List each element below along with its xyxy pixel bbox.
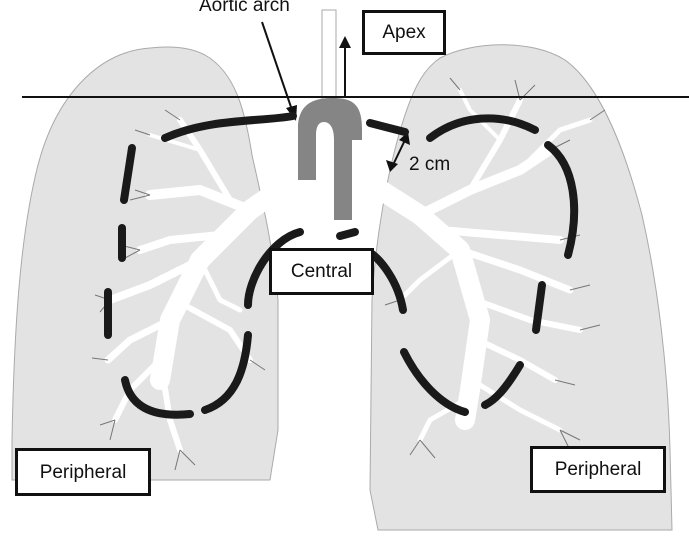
fine-branches (91, 77, 606, 471)
distance-label: 2 cm (409, 154, 451, 175)
pointer-arrow-icon (261, 21, 297, 121)
aortic-arch (298, 98, 362, 220)
peripheral-right-label: Peripheral (530, 446, 666, 493)
central-peripheral-boundary-right (336, 114, 579, 416)
peripheral-left-label: Peripheral (15, 448, 151, 496)
left-lung (11, 46, 279, 481)
up-arrow-icon (339, 36, 351, 97)
central-label: Central (269, 248, 374, 295)
apex-label: Apex (362, 10, 446, 55)
trachea (321, 9, 337, 111)
aortic-arch-label: Aortic arch (199, 0, 290, 16)
central-peripheral-boundary-left (104, 112, 304, 419)
